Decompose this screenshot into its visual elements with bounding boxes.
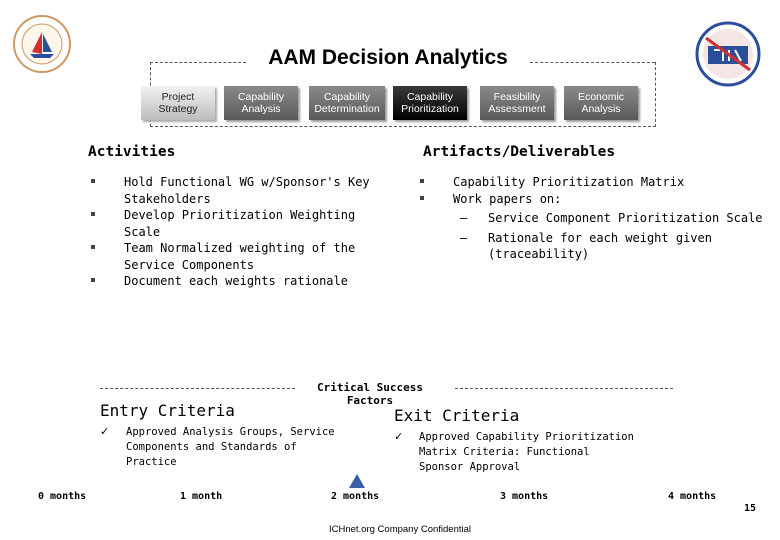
- list-item: Hold Functional WG w/Sponsor's Key Stake…: [91, 174, 394, 207]
- timeline-tick-1: 1 month: [180, 491, 223, 502]
- csf-divider-right: [455, 388, 673, 389]
- csf-divider-left: [100, 388, 295, 389]
- timeline-marker-icon: [349, 474, 365, 488]
- entry-criteria-heading: Entry Criteria: [100, 401, 235, 420]
- frame-top-left: [150, 62, 246, 63]
- list-item: Work papers on:: [420, 191, 778, 208]
- activities-list: Hold Functional WG w/Sponsor's Key Stake…: [91, 174, 394, 290]
- timeline-tick-4: 4 months: [668, 491, 717, 502]
- bullet-icon: [91, 278, 95, 282]
- frame-top-right: [530, 62, 655, 63]
- phase-capability-analysis: Capability Analysis: [224, 86, 298, 120]
- artifacts-list: Capability Prioritization Matrix Work pa…: [420, 174, 778, 263]
- phase-capability-determination: Capability Determination: [309, 86, 385, 120]
- bullet-icon: [91, 179, 95, 183]
- bullet-icon: [420, 195, 424, 200]
- dash-icon: –: [460, 211, 468, 225]
- list-item: Document each weights rationale: [91, 273, 394, 290]
- activities-heading: Activities: [88, 144, 176, 160]
- phase-economic-analysis: Economic Analysis: [564, 86, 638, 120]
- bullet-icon: [91, 212, 95, 216]
- checkmark-icon: ✓: [100, 425, 110, 438]
- timeline-tick-2: 2 months: [331, 491, 380, 502]
- list-item: Develop Prioritization Weighting Scale: [91, 207, 394, 240]
- phase-capability-prioritization: Capability Prioritization: [393, 86, 467, 120]
- sub-list-item: –Rationale for each weight given (tracea…: [460, 230, 712, 262]
- list-item: Team Normalized weighting of the Service…: [91, 240, 394, 273]
- artifacts-heading: Artifacts/Deliverables: [423, 144, 616, 160]
- footer-text: ICHnet.org Company Confidential: [328, 524, 472, 535]
- exit-criteria-text: Approved Capability Prioritization Matri…: [419, 431, 634, 473]
- right-logo-icon: [695, 21, 761, 87]
- exit-criteria-heading: Exit Criteria: [394, 406, 520, 425]
- phase-project-strategy: Project Strategy: [141, 86, 215, 120]
- bullet-icon: [420, 179, 424, 183]
- left-logo-icon: [13, 15, 71, 73]
- csf-label: Critical Success Factors: [300, 381, 440, 407]
- page-title: AAM Decision Analytics: [268, 46, 508, 69]
- list-item: Capability Prioritization Matrix: [420, 174, 778, 191]
- timeline-tick-3: 3 months: [500, 491, 549, 502]
- page-number: 15: [744, 503, 757, 514]
- dash-icon: –: [460, 230, 468, 245]
- sub-list-item: –Service Component Prioritization Scale: [460, 211, 763, 225]
- bullet-icon: [91, 245, 95, 249]
- phase-feasibility-assessment: Feasibility Assessment: [480, 86, 554, 120]
- entry-criteria-text: Approved Analysis Groups, Service Compon…: [126, 426, 335, 468]
- timeline-tick-0: 0 months: [38, 491, 87, 502]
- checkmark-icon: ✓: [394, 430, 404, 443]
